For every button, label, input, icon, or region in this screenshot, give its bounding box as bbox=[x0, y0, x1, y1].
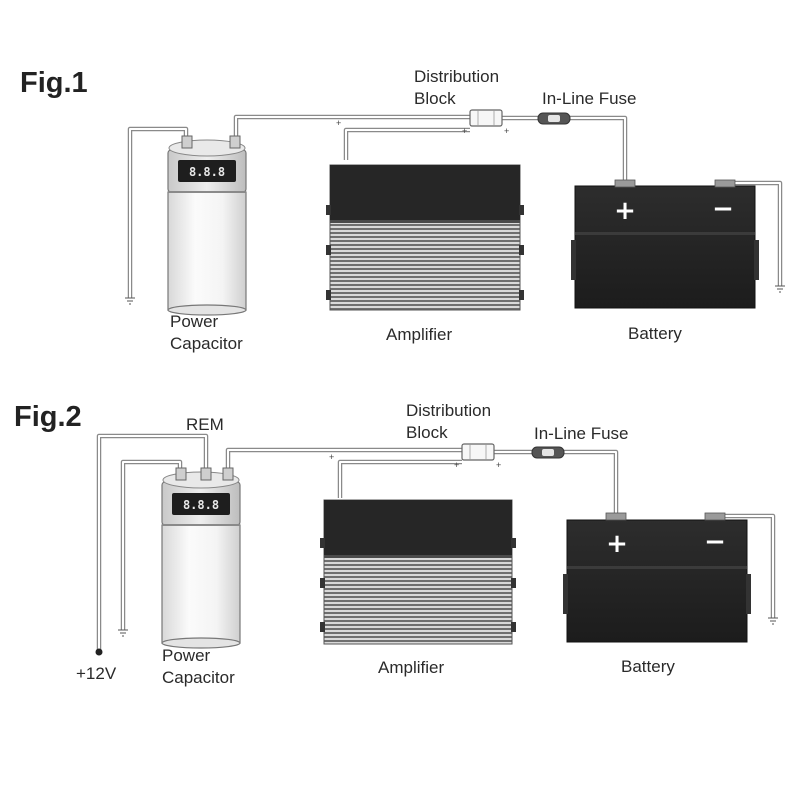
power-capacitor: 8.8.8 bbox=[167, 135, 247, 316]
supply-12v-label: +12V bbox=[76, 664, 117, 683]
figure-1: Fig.1 bbox=[20, 67, 785, 353]
battery: + − bbox=[571, 179, 759, 309]
battery: + − bbox=[563, 512, 751, 643]
ground-symbol-icon bbox=[768, 617, 778, 625]
distribution-block-label: Block bbox=[414, 89, 456, 108]
amplifier-label: Amplifier bbox=[378, 658, 444, 677]
distribution-block-label: Distribution bbox=[406, 401, 491, 420]
block-plus-sign: + bbox=[496, 460, 501, 470]
battery-negative-sign: − bbox=[712, 194, 734, 224]
block-plus-sign: + bbox=[462, 126, 467, 136]
power-capacitor-label: Capacitor bbox=[162, 668, 235, 687]
amp-plus-sign: + bbox=[336, 118, 341, 128]
power-capacitor-label: Power bbox=[170, 312, 219, 331]
capacitor-display: 8.8.8 bbox=[189, 165, 225, 179]
figure-2-title: Fig.2 bbox=[14, 401, 82, 433]
power-capacitor: 8.8.8 bbox=[161, 467, 241, 649]
distribution-block: + + bbox=[454, 443, 501, 470]
fig1-wires bbox=[127, 114, 783, 298]
battery-label: Battery bbox=[628, 324, 682, 343]
amp-plus-sign: + bbox=[329, 452, 334, 462]
ground-symbol-icon bbox=[775, 285, 785, 293]
distribution-block-label: Distribution bbox=[414, 67, 499, 86]
fig2-wires bbox=[96, 433, 776, 650]
amplifier: + bbox=[320, 452, 516, 645]
capacitor-display: 8.8.8 bbox=[183, 498, 219, 512]
supply-terminal-dot bbox=[95, 648, 103, 656]
inline-fuse-icon bbox=[531, 446, 565, 459]
battery-positive-sign: + bbox=[606, 529, 628, 559]
ground-symbol-icon bbox=[118, 629, 128, 637]
power-capacitor-label: Capacitor bbox=[170, 334, 243, 353]
inline-fuse-label: In-Line Fuse bbox=[542, 89, 637, 108]
block-plus-sign: + bbox=[504, 126, 509, 136]
amplifier: + bbox=[326, 118, 524, 311]
distribution-block: + + bbox=[462, 109, 509, 136]
battery-negative-sign: − bbox=[704, 527, 726, 557]
rem-label: REM bbox=[186, 415, 224, 434]
battery-label: Battery bbox=[621, 657, 675, 676]
figure-1-title: Fig.1 bbox=[20, 67, 88, 99]
distribution-block-label: Block bbox=[406, 423, 448, 442]
ground-symbol-icon bbox=[125, 297, 135, 305]
battery-positive-sign: + bbox=[614, 196, 636, 226]
figure-2: Fig.2 REM bbox=[14, 401, 778, 687]
amplifier-label: Amplifier bbox=[386, 325, 452, 344]
power-capacitor-label: Power bbox=[162, 646, 211, 665]
inline-fuse-icon bbox=[537, 112, 571, 125]
inline-fuse-label: In-Line Fuse bbox=[534, 424, 629, 443]
block-plus-sign: + bbox=[454, 460, 459, 470]
